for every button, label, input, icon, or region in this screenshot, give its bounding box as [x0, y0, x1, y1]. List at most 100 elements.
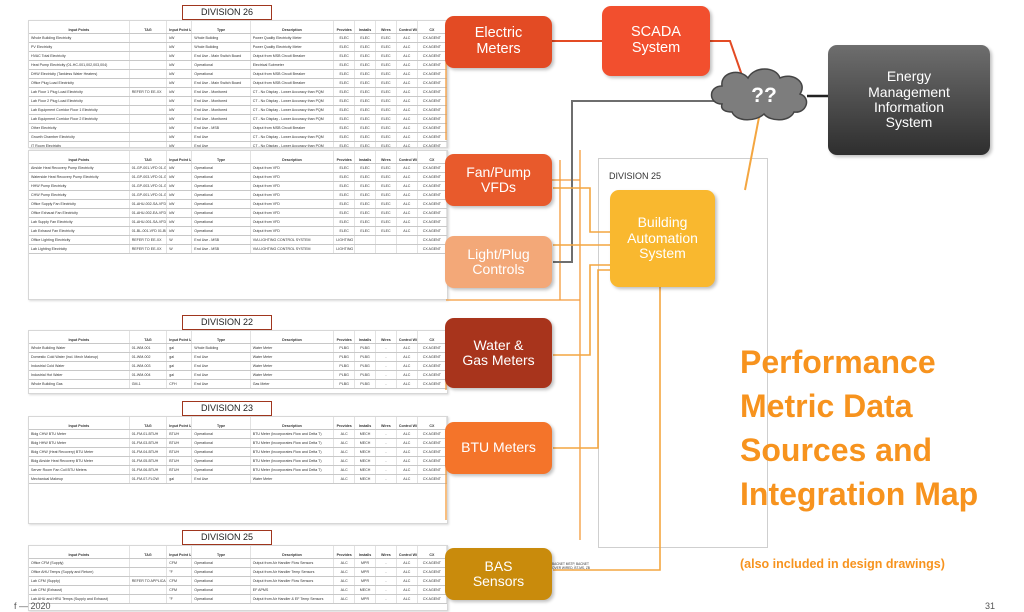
table-cell: CX AGENT: [417, 465, 447, 475]
table-row: DHW Electricity (Tankless Water Heaters)…: [29, 69, 447, 79]
table-cell: ELEC: [333, 87, 356, 97]
table-cell: ALC: [396, 105, 418, 115]
column-header: Type: [191, 417, 251, 430]
table-cell: CX AGENT: [417, 352, 447, 362]
table-cell: End Use - Main Switch Board: [191, 51, 251, 61]
column-header: Control Wiring: [396, 151, 418, 164]
table-cell: CX AGENT: [417, 123, 447, 133]
table-cell: ALC: [396, 60, 418, 70]
table-cell: ELEC: [333, 208, 356, 218]
table-cell: Output from MSB Circuit Breaker: [250, 51, 335, 61]
column-header: Input Point Units: [166, 151, 193, 164]
table-cell: [129, 123, 168, 133]
table-cell: 01-GP-001-VFD 01-GP-006-VFD: [129, 163, 168, 173]
table-cell: Output from VFD: [250, 163, 335, 173]
table-cell: kW: [166, 226, 193, 236]
table-cell: CX AGENT: [417, 172, 447, 182]
table-cell: VIA LIGHTING CONTROL SYSTEM: [250, 244, 335, 254]
table-cell: Output from VFD: [250, 226, 335, 236]
table-cell: ELEC: [375, 141, 397, 147]
column-header: Installs: [354, 21, 376, 34]
table-cell: ELEC: [333, 96, 356, 106]
table-cell: W: [166, 244, 193, 254]
table-cell: VIA LIGHTING CONTROL SYSTEM: [250, 235, 335, 245]
table-cell: -: [375, 343, 397, 353]
column-header: Type: [191, 331, 251, 344]
table-cell: Water Meter: [250, 370, 335, 380]
table-cell: kW: [166, 190, 193, 200]
table-cell: ELEC: [354, 172, 376, 182]
table-cell: Bldg CHW BTU Meter: [29, 429, 130, 439]
table-cell: Bldg HHW BTU Meter: [29, 438, 130, 448]
table-cell: [129, 585, 168, 595]
table-cell: CT - No Display - Lower Accuracy than PQ…: [250, 96, 335, 106]
table-cell: MECH: [354, 465, 376, 475]
bas-sensors-note: BACNET MSTP, BACNET OVER WIRED, BT-MS, Z…: [552, 562, 590, 570]
table-cell: ELEC: [354, 226, 376, 236]
table-cell: W: [166, 235, 193, 245]
table-cell: End Use: [191, 474, 251, 484]
table-cell: CX AGENT: [417, 33, 447, 43]
column-header: Control Wiring: [396, 331, 418, 344]
column-header: Input Point Units: [166, 331, 193, 344]
table-cell: ELEC: [375, 172, 397, 182]
table-cell: PLBG: [354, 379, 376, 389]
table-cell: ALC: [396, 199, 418, 209]
table-cell: Water Meter: [250, 352, 335, 362]
table-cell: CX AGENT: [417, 87, 447, 97]
table-cell: BTU Meter (Incorporates Flow and Delta T…: [250, 465, 335, 475]
table-cell: Heat Pump Electricity (01-HC-001,002,003…: [29, 60, 130, 70]
table-cell: ALC: [396, 594, 418, 604]
table-cell: ALC: [396, 474, 418, 484]
bas-sensors-box: BAS Sensors: [445, 548, 552, 600]
column-header: Wires: [375, 331, 397, 344]
table-cell: [129, 567, 168, 577]
table-cell: Whole Building Electricity: [29, 33, 130, 43]
table-cell: CX AGENT: [417, 132, 447, 142]
table-row: Lab Equipment Corridor Floor 1 Electrici…: [29, 105, 447, 115]
table-cell: CX AGENT: [417, 456, 447, 466]
table-cell: ALC: [396, 447, 418, 457]
table-cell: Industrial Cold Water: [29, 361, 130, 371]
light-plug-controls-box: Light/Plug Controls: [445, 236, 552, 288]
table-cell: CX AGENT: [417, 343, 447, 353]
table-cell: Water Meter: [250, 474, 335, 484]
table-cell: ALC: [396, 585, 418, 595]
table-cell: Water Meter: [250, 361, 335, 371]
table-cell: CX AGENT: [417, 141, 447, 147]
table-cell: [129, 42, 168, 52]
table-cell: PLBG: [354, 343, 376, 353]
column-header: Control Wiring: [396, 21, 418, 34]
division-25-panel-label: DIVISION 25: [609, 171, 662, 181]
table-row: Domestic Cold Water (incl. Mech Makeup)0…: [29, 352, 447, 362]
table-cell: ALC: [396, 343, 418, 353]
table-cell: [129, 78, 168, 88]
table-cell: 01-GP-001-VFD 01-GP-002-VFD: [129, 190, 168, 200]
table-cell: 01-AHU-002-SA-VFD: [129, 199, 168, 209]
column-header: CX: [417, 417, 447, 430]
table-cell: End Use - MSB: [191, 123, 251, 133]
column-header: Installs: [354, 331, 376, 344]
table-cell: CFH: [166, 379, 193, 389]
table-cell: [129, 33, 168, 43]
table-cell: Operational: [191, 69, 251, 79]
table-cell: Domestic Cold Water (incl. Mech Makeup): [29, 352, 130, 362]
table-cell: ELEC: [333, 105, 356, 115]
table-cell: CX AGENT: [417, 114, 447, 124]
